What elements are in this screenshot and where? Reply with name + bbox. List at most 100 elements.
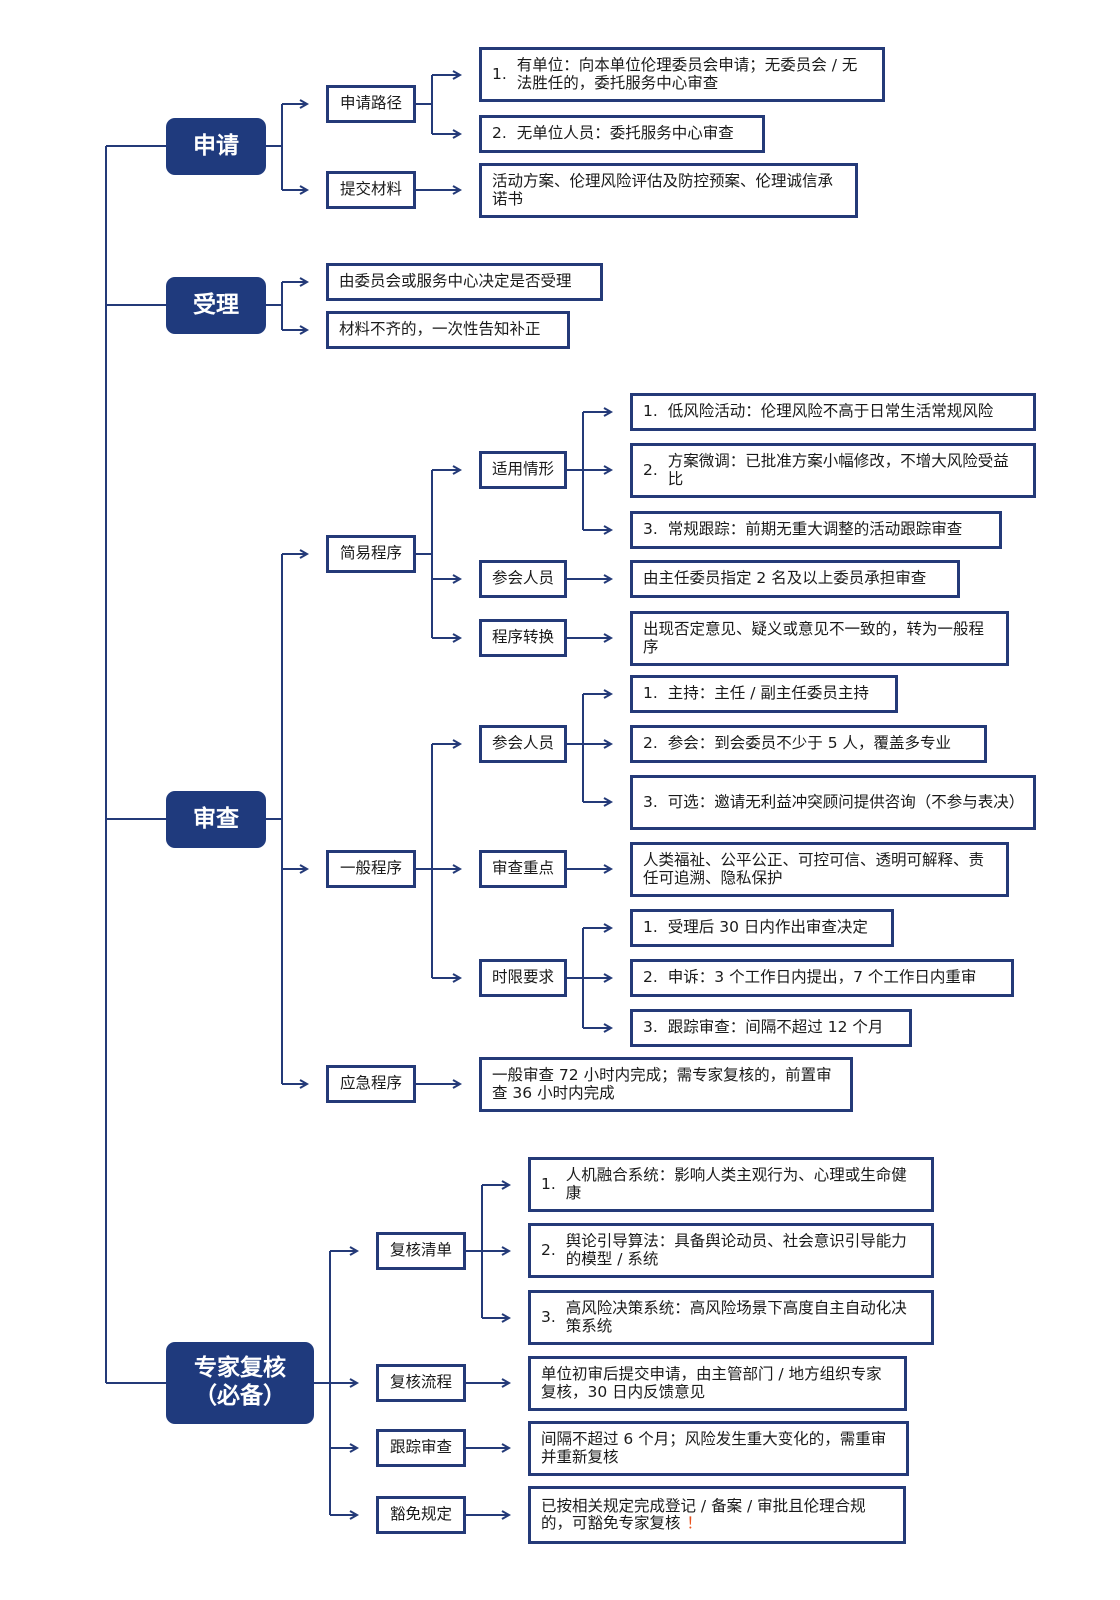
- item-number: 2.: [492, 124, 507, 143]
- item-number: 2.: [541, 1240, 556, 1259]
- arrowhead-icon: [501, 1378, 512, 1388]
- leaf-general-focus: 人类福祉、公平公正、可控可信、透明可解释、责任可追溯、隐私保护: [630, 842, 1009, 897]
- item-number: 1.: [643, 684, 658, 703]
- leaf-general-time-3: 3. 跟踪审查：间隔不超过 12 个月: [630, 1009, 912, 1047]
- leaf-simple-switch: 出现否定意见、疑义或意见不一致的，转为一般程序: [630, 611, 1009, 666]
- item-text: 单位初审后提交申请，由主管部门 / 地方组织专家复核，30 日内反馈意见: [541, 1365, 882, 1401]
- item-number: 2.: [643, 734, 658, 753]
- item-text: 方案微调：已批准方案小幅修改，不增大风险受益比: [667, 452, 1009, 488]
- arrowhead-icon: [349, 1510, 360, 1520]
- item-number: 1.: [492, 64, 507, 83]
- root-expert-review: 专家复核（必备）: [166, 1342, 314, 1424]
- root-accept: 受理: [166, 277, 266, 334]
- arrowhead-icon: [501, 1510, 512, 1520]
- arrowhead-icon: [452, 1079, 463, 1089]
- arrowhead-icon: [349, 1378, 360, 1388]
- arrowhead-icon: [299, 99, 310, 109]
- arrowhead-icon: [501, 1246, 512, 1256]
- node-simple-switch: 程序转换: [479, 619, 567, 657]
- item-number: 2.: [643, 968, 658, 987]
- leaf-apply-materials: 活动方案、伦理风险评估及防控预案、伦理诚信承诺书: [479, 163, 858, 218]
- arrowhead-icon: [452, 864, 463, 874]
- node-expert-list: 复核清单: [376, 1232, 466, 1270]
- node-simple-scope: 适用情形: [479, 451, 567, 489]
- node-simple-members: 参会人员: [479, 560, 567, 598]
- item-text: 跟踪审查：间隔不超过 12 个月: [667, 1018, 884, 1037]
- item-text: 一般审查 72 小时内完成；需专家复核的，前置审查 36 小时内完成: [492, 1066, 832, 1102]
- arrowhead-icon: [299, 549, 310, 559]
- leaf-expert-list-2: 2. 舆论引导算法：具备舆论动员、社会意识引导能力的模型 / 系统: [528, 1223, 934, 1278]
- arrowhead-icon: [501, 1180, 512, 1190]
- arrowhead-icon: [299, 325, 310, 335]
- item-text: 间隔不超过 6 个月；风险发生重大变化的，需重审并重新复核: [541, 1430, 887, 1466]
- item-text: 有单位：向本单位伦理委员会申请；无委员会 / 无法胜任的，委托服务中心审查: [516, 56, 858, 92]
- arrowhead-icon: [299, 277, 310, 287]
- leaf-expert-list-1: 1. 人机融合系统：影响人类主观行为、心理或生命健康: [528, 1157, 934, 1212]
- leaf-simple-scope-2: 2. 方案微调：已批准方案小幅修改，不增大风险受益比: [630, 443, 1036, 498]
- node-apply-route: 申请路径: [326, 85, 416, 123]
- arrowhead-icon: [452, 465, 463, 475]
- arrowhead-icon: [452, 185, 463, 195]
- item-text: 高风险决策系统：高风险场景下高度自主自动化决策系统: [565, 1299, 907, 1335]
- leaf-general-time-2: 2. 申诉：3 个工作日内提出，7 个工作日内重审: [630, 959, 1014, 997]
- root-review: 审查: [166, 791, 266, 848]
- node-general-procedure: 一般程序: [326, 850, 416, 888]
- arrowhead-icon: [603, 465, 614, 475]
- arrowhead-icon: [299, 1079, 310, 1089]
- leaf-general-members-2: 2. 参会：到会委员不少于 5 人，覆盖多专业: [630, 725, 987, 763]
- arrowhead-icon: [603, 923, 614, 933]
- node-simple-procedure: 简易程序: [326, 535, 416, 573]
- item-text-main: 已按相关规定完成登记 / 备案 / 审批且伦理合规的，可豁免专家复核: [541, 1496, 866, 1532]
- item-text: 可选：邀请无利益冲突顾问提供咨询（不参与表决）: [667, 792, 1025, 811]
- item-text: 常规跟踪：前期无重大调整的活动跟踪审查: [667, 520, 963, 539]
- leaf-accept-1: 由委员会或服务中心决定是否受理: [326, 263, 603, 301]
- item-text: 材料不齐的，一次性告知补正: [339, 320, 541, 339]
- arrowhead-icon: [452, 633, 463, 643]
- item-number: 1.: [541, 1174, 556, 1193]
- arrowhead-icon: [452, 574, 463, 584]
- item-text: 参会：到会委员不少于 5 人，覆盖多专业: [667, 734, 952, 753]
- item-text: 低风险活动：伦理风险不高于日常生活常规风险: [667, 402, 994, 421]
- item-number: 3.: [643, 1018, 658, 1037]
- leaf-apply-route-2: 2. 无单位人员：委托服务中心审查: [479, 115, 765, 153]
- arrowhead-icon: [349, 1443, 360, 1453]
- arrowhead-icon: [501, 1443, 512, 1453]
- item-number: 3.: [541, 1307, 556, 1326]
- arrowhead-icon: [603, 574, 614, 584]
- node-expert-tracking: 跟踪审查: [376, 1429, 466, 1467]
- leaf-general-members-1: 1. 主持：主任 / 副主任委员主持: [630, 675, 898, 713]
- arrowhead-icon: [452, 70, 463, 80]
- arrowhead-icon: [603, 864, 614, 874]
- item-text: 出现否定意见、疑义或意见不一致的，转为一般程序: [643, 620, 985, 656]
- item-number: 1.: [643, 402, 658, 421]
- node-general-members: 参会人员: [479, 725, 567, 763]
- leaf-apply-route-1: 1. 有单位：向本单位伦理委员会申请；无委员会 / 无法胜任的，委托服务中心审查: [479, 47, 885, 102]
- item-text: 由委员会或服务中心决定是否受理: [339, 272, 572, 291]
- warning-mark-icon: ！: [686, 1514, 703, 1532]
- arrowhead-icon: [299, 185, 310, 195]
- item-number: 3.: [643, 520, 658, 539]
- arrowhead-icon: [603, 407, 614, 417]
- item-text: 已按相关规定完成登记 / 备案 / 审批且伦理合规的，可豁免专家复核！: [541, 1496, 893, 1533]
- item-text: 申诉：3 个工作日内提出，7 个工作日内重审: [667, 968, 977, 987]
- arrowhead-icon: [452, 973, 463, 983]
- root-apply: 申请: [166, 118, 266, 175]
- leaf-expert-tracking: 间隔不超过 6 个月；风险发生重大变化的，需重审并重新复核: [528, 1421, 909, 1476]
- item-number: 1.: [643, 918, 658, 937]
- leaf-accept-2: 材料不齐的，一次性告知补正: [326, 311, 570, 349]
- leaf-simple-members: 由主任委员指定 2 名及以上委员承担审查: [630, 560, 960, 598]
- leaf-expert-list-3: 3. 高风险决策系统：高风险场景下高度自主自动化决策系统: [528, 1290, 934, 1345]
- node-apply-materials: 提交材料: [326, 171, 416, 209]
- arrowhead-icon: [299, 864, 310, 874]
- item-text: 无单位人员：委托服务中心审查: [516, 124, 734, 143]
- node-general-focus: 审查重点: [479, 850, 567, 888]
- leaf-general-time-1: 1. 受理后 30 日内作出审查决定: [630, 909, 894, 947]
- item-text: 由主任委员指定 2 名及以上委员承担审查: [643, 569, 927, 588]
- item-text: 受理后 30 日内作出审查决定: [667, 918, 868, 937]
- leaf-emergency: 一般审查 72 小时内完成；需专家复核的，前置审查 36 小时内完成: [479, 1057, 853, 1112]
- arrowhead-icon: [603, 973, 614, 983]
- item-number: 2.: [643, 460, 658, 479]
- arrowhead-icon: [603, 1023, 614, 1033]
